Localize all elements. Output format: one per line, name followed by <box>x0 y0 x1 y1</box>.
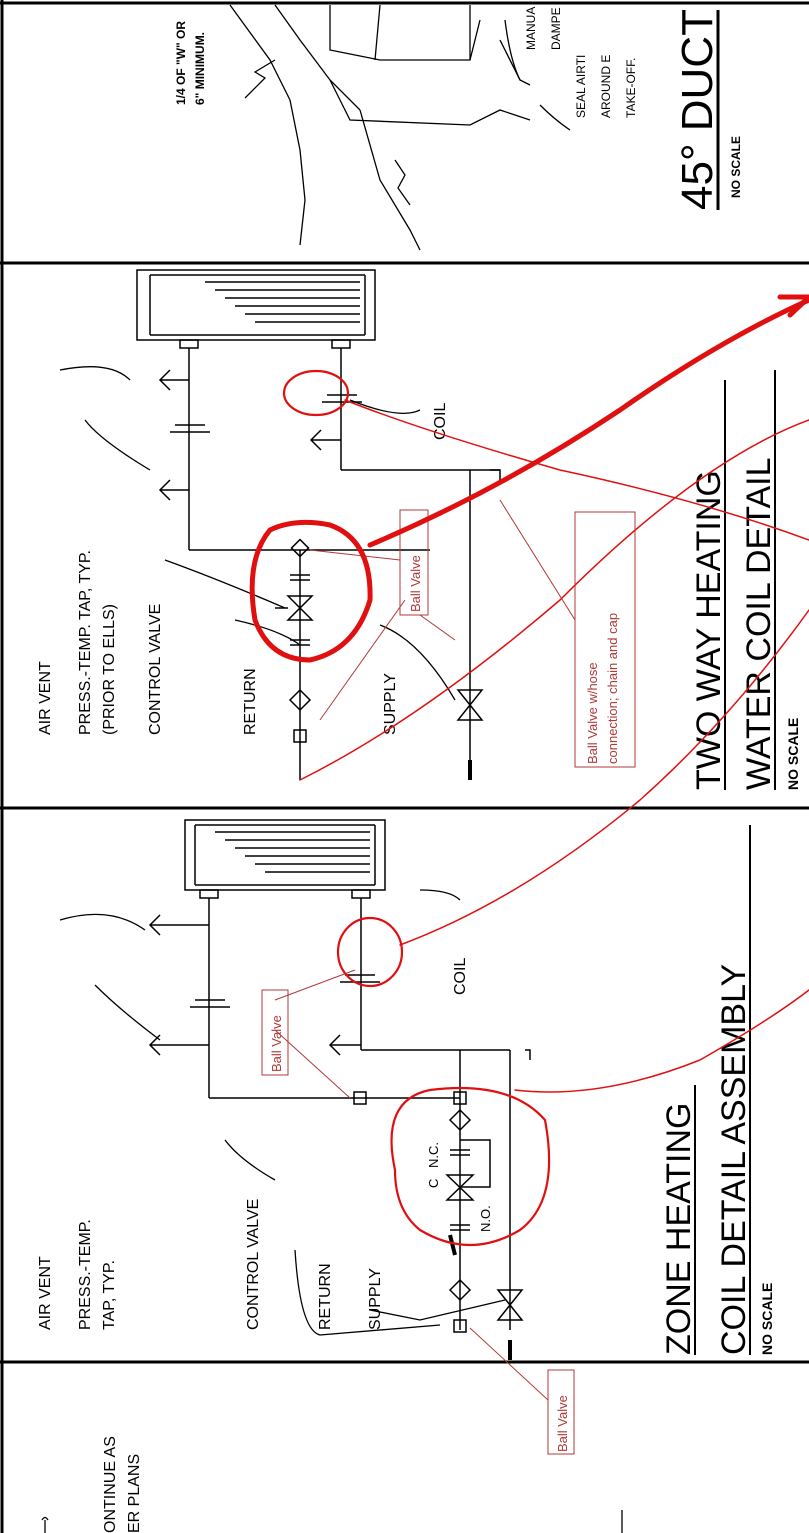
label-control-valve: CONTROL VALVE <box>147 604 164 735</box>
label-air-vent: AIR VENT <box>37 661 54 735</box>
zone-label-return: RETURN <box>317 1263 334 1330</box>
zone-scale: NO SCALE <box>759 1283 775 1355</box>
duct-note-line1: 1/4 OF "W" OR <box>174 21 188 105</box>
zone-label-c: C <box>426 1179 441 1188</box>
zone-markup-ball-valve-top: Ball Valve <box>269 1015 284 1072</box>
duct-label-3: SEAL AIRTI <box>574 55 588 118</box>
zone-label-no: N.O. <box>478 1205 493 1232</box>
edge-line2: ER PLANS <box>126 1454 143 1533</box>
zone-label-supply: SUPPLY <box>367 1268 384 1330</box>
two-way-title-line1: TWO WAY HEATING <box>690 470 728 790</box>
edge-panel-text: ONTINUE AS ER PLANS <box>102 1436 143 1533</box>
markup-hose-line1: Ball Valve w/hose <box>585 662 600 764</box>
duct-label-5: TAKE-OFF. <box>624 58 638 118</box>
duct-label-4: AROUND E <box>599 55 613 118</box>
zone-label-nc: N.C. <box>426 1142 441 1168</box>
zone-markup-ball-valve-bottom: Ball Valve <box>555 1395 570 1452</box>
zone-label-control-valve: CONTROL VALVE <box>245 1199 262 1330</box>
two-way-scale: NO SCALE <box>785 718 801 790</box>
two-way-press-temp-label: PRESS.-TEMP. TAP, TYP. (PRIOR TO ELLS) <box>77 550 118 735</box>
label-supply: SUPPLY <box>382 673 399 735</box>
zone-title-line2: COIL DETAIL ASSEMBLY <box>715 964 753 1355</box>
duct-sketch <box>229 4 571 251</box>
duct-label-1: MANUA <box>524 7 538 50</box>
zone-label-air-vent: AIR VENT <box>37 1256 54 1330</box>
two-way-leaders <box>59 366 456 701</box>
markup-hose-line2: connection; chain and cap <box>605 613 620 764</box>
markup-ball-valve: Ball Valve <box>408 555 423 612</box>
zone-coil-box <box>184 819 386 899</box>
label-press-temp: PRESS.-TEMP. TAP, TYP. <box>77 550 94 735</box>
label-coil: COIL <box>432 403 449 440</box>
two-way-title: TWO WAY HEATING WATER COIL DETAIL NO SCA… <box>690 370 801 790</box>
label-return: RETURN <box>242 668 259 735</box>
edge-line1: ONTINUE AS <box>102 1436 119 1533</box>
zone-title: ZONE HEATING COIL DETAIL ASSEMBLY NO SCA… <box>660 825 775 1355</box>
duct-label-manual: MANUA <box>524 7 538 50</box>
label-prior-to-ells: (PRIOR TO ELLS) <box>101 604 118 735</box>
zone-label-coil: COIL <box>452 958 469 995</box>
zone-label-tap-typ: TAP, TYP. <box>101 1260 118 1330</box>
zone-label-press-temp: PRESS.-TEMP. <box>77 1219 94 1330</box>
zone-title-line1: ZONE HEATING <box>660 1103 698 1356</box>
zone-piping <box>148 898 531 1360</box>
zone-markup: Ball Valve Ball Valve <box>261 969 575 1455</box>
duct-label-2: DAMPE <box>549 7 563 50</box>
duct-note-text: 1/4 OF "W" OR 6" MINIMUM. <box>174 21 207 105</box>
edge-panel-lines <box>41 1510 623 1533</box>
duct-note-line2: 6" MINIMUM. <box>193 32 207 105</box>
two-way-piping <box>158 348 501 780</box>
two-way-coil-box <box>136 269 376 349</box>
two-way-air-vent-label: AIR VENT <box>37 661 54 735</box>
duct-detail-title: 45° DUCT <box>673 9 722 210</box>
zone-leaders <box>59 889 506 1336</box>
two-way-markup: Ball Valve Ball Valve w/hose connection;… <box>309 499 636 768</box>
duct-scale: NO SCALE <box>729 136 743 198</box>
two-way-title-line2: WATER COIL DETAIL <box>740 458 778 790</box>
pen-annotations <box>249 294 809 1246</box>
